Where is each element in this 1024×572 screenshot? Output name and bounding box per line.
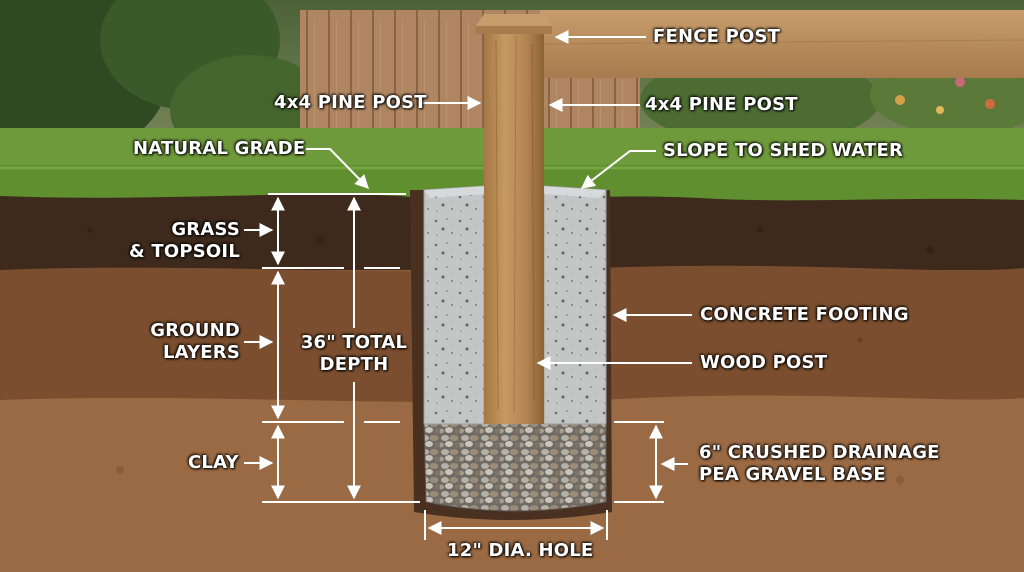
shrubbery-left xyxy=(0,0,330,165)
soil-texture xyxy=(87,227,934,484)
label-fence-post: FENCE POST xyxy=(653,26,781,47)
label-pine-post-right: 4x4 PINE POST xyxy=(645,94,798,115)
label-hole-diameter: 12" DIA. HOLE xyxy=(447,540,594,561)
label-wood-post: WOOD POST xyxy=(700,352,828,373)
label-total-depth: 36" TOTAL DEPTH xyxy=(290,332,418,376)
label-natural-grade: NATURAL GRADE xyxy=(133,138,306,159)
label-ground-layers: GROUND LAYERS xyxy=(130,320,240,364)
concrete-footing xyxy=(423,185,607,425)
label-gravel-line2: PEA GRAVEL BASE xyxy=(699,464,886,485)
label-gravel-base: 6" CRUSHED DRAINAGE PEA GRAVEL BASE xyxy=(699,442,940,486)
label-grass-topsoil: GRASS & TOPSOIL xyxy=(128,219,240,263)
fence-rail xyxy=(540,10,1024,78)
label-clay: CLAY xyxy=(188,452,239,473)
wood-post xyxy=(476,14,552,424)
label-slope-to-shed-water: SLOPE TO SHED WATER xyxy=(663,140,904,161)
gravel-base xyxy=(423,421,607,512)
label-ground-line1: GROUND xyxy=(150,320,240,341)
label-depth-line1: 36" TOTAL xyxy=(300,332,408,353)
label-concrete-footing: CONCRETE FOOTING xyxy=(700,304,909,325)
label-grass-line2: & TOPSOIL xyxy=(129,241,240,262)
label-grass-line1: GRASS xyxy=(171,219,240,240)
label-depth-line2: DEPTH xyxy=(319,354,389,375)
label-gravel-line1: 6" CRUSHED DRAINAGE xyxy=(699,442,940,463)
label-pine-post-left: 4x4 PINE POST xyxy=(274,92,427,113)
dimension-lines xyxy=(244,30,692,540)
label-ground-line2: LAYERS xyxy=(162,342,240,363)
